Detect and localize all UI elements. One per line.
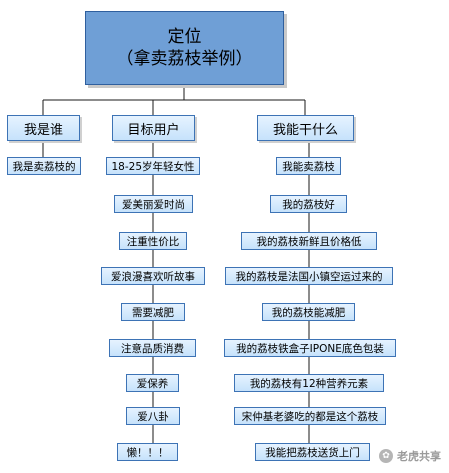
capability-item: 我的荔枝是法国小镇空运过来的: [225, 267, 393, 285]
root-title: 定位: [167, 27, 202, 47]
target-user-item: 爱八卦: [126, 407, 180, 425]
capability-item: 我的荔枝能减肥: [262, 303, 355, 321]
category-target-users: 目标用户: [112, 115, 195, 141]
capability-item: 我的荔枝好: [270, 195, 347, 213]
capability-item: 我的荔枝新鲜且价格低: [241, 232, 377, 250]
target-user-item: 需要减肥: [121, 303, 185, 321]
watermark: ✿ 老虎共享: [379, 448, 441, 464]
capability-item: 我能把荔枝送货上门: [255, 443, 370, 461]
target-user-item: 懒！！！: [117, 443, 178, 461]
category-what-i-can-do: 我能干什么: [257, 115, 354, 141]
capability-item: 我的荔枝铁盒子IPONE底色包装: [224, 339, 396, 357]
watermark-text: 老虎共享: [397, 450, 441, 463]
capability-item: 我的荔枝有12种营养元素: [234, 374, 384, 392]
target-user-item: 爱保养: [126, 374, 179, 392]
category-who: 我是谁: [7, 115, 80, 141]
target-user-item: 18-25岁年轻女性: [106, 157, 200, 175]
paw-icon: ✿: [379, 449, 393, 463]
target-user-item: 注意品质消费: [109, 339, 196, 357]
root-subtitle: （拿卖荔枝举例）: [116, 49, 253, 69]
capability-item: 宋仲基老婆吃的都是这个荔枝: [234, 407, 386, 425]
target-user-item: 爱美丽爱时尚: [114, 195, 193, 213]
target-user-item: 注重性价比: [119, 232, 187, 250]
who-item: 我是卖荔枝的: [7, 157, 81, 175]
capability-item: 我能卖荔枝: [276, 157, 341, 175]
root-node: 定位 （拿卖荔枝举例）: [85, 11, 284, 85]
target-user-item: 爱浪漫喜欢听故事: [101, 267, 205, 285]
